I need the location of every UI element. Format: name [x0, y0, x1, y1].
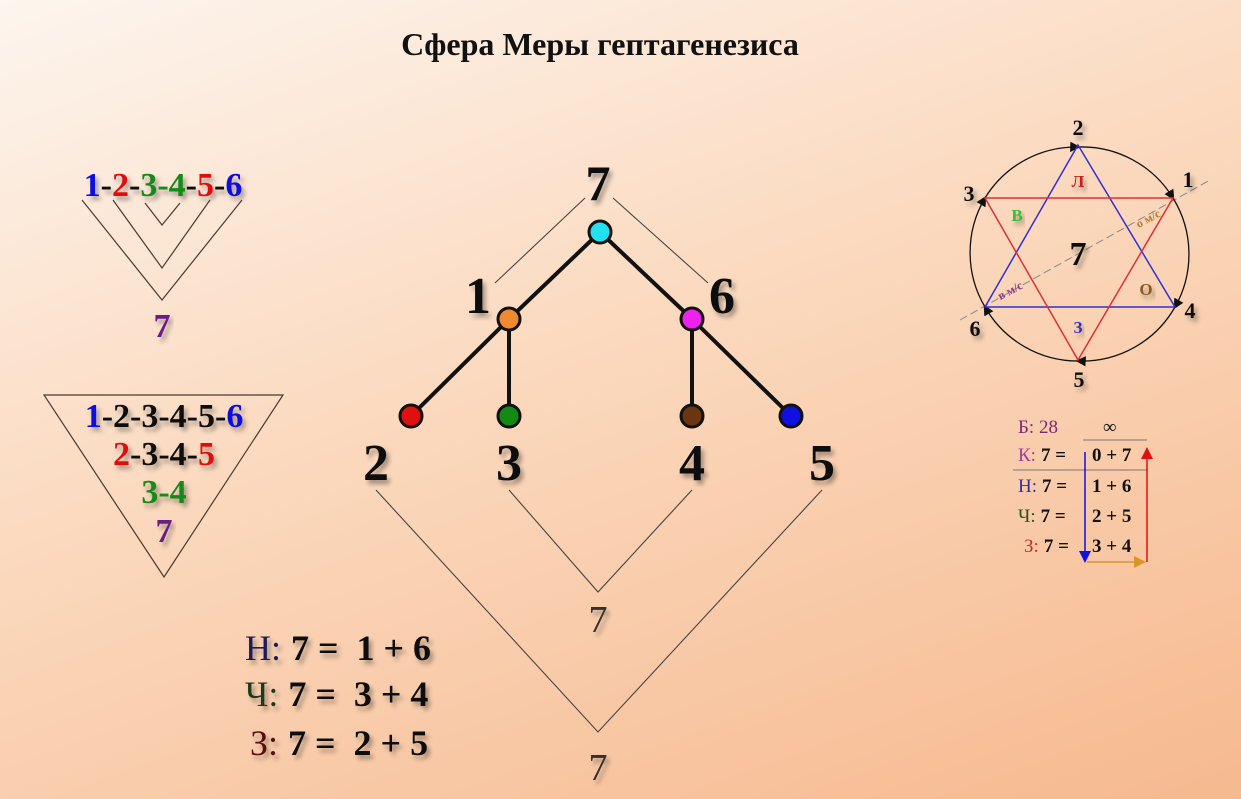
equations-right: Б: 28 ∞ К:7 =0 + 7 Н:7 =1 + 6 Ч:7 =2 + 5 З:… — [1013, 417, 1153, 568]
left-triangle-diagram: 1-2-3-4-5-6 2-3-4-5 3-4 7 — [42, 394, 285, 579]
leaf-label: 2 — [363, 435, 389, 492]
central-tree: 7 1 6 2 3 4 5 7 7 — [363, 155, 835, 789]
leaf-label: 5 — [809, 435, 835, 492]
tree-node — [778, 403, 804, 429]
right-equation-row: К:7 =0 + 7 — [1018, 445, 1132, 466]
triangle-line-3: 3-4 — [141, 474, 186, 511]
leaf-label: 3 — [496, 435, 522, 492]
left-sequence-diagram: 1-2-3-4-5-6 7 — [81, 167, 243, 345]
tree-node — [496, 403, 522, 429]
triangle-line-4: 7 — [156, 513, 173, 550]
triangle-line-2: 2-3-4-5 — [113, 436, 215, 473]
nested-v-lines — [81, 199, 243, 301]
star-label-l: Л — [1072, 172, 1085, 191]
b-value: Б: 28 — [1018, 417, 1058, 438]
star-label-z: З — [1074, 318, 1083, 337]
equation-ch: Ч:7 = 3 + 4 — [245, 674, 428, 714]
star-point-6: 6 — [970, 316, 981, 341]
page-title: Сфера Меры гептагенезиса — [401, 26, 799, 62]
tree-top-label: 7 — [586, 155, 611, 211]
equation-n: Н:7 = 1 + 6 — [245, 628, 431, 668]
star-label-v: В — [1011, 206, 1022, 225]
equations-left: Н:7 = 1 + 6 Ч:7 = 3 + 4 З:7 = 2 + 5 — [245, 628, 431, 763]
left-top-result: 7 — [154, 308, 171, 345]
tree-left-label: 1 — [465, 268, 491, 325]
equation-z: З:7 = 2 + 5 — [250, 723, 428, 763]
tree-node — [587, 219, 613, 245]
infinity-symbol: ∞ — [1103, 417, 1117, 438]
right-equation-row: Ч:7 =2 + 5 — [1018, 506, 1131, 527]
tree-right-label: 6 — [709, 268, 735, 325]
star-point-5: 5 — [1074, 367, 1085, 392]
star-label-o: О — [1139, 280, 1152, 299]
star-point-3: 3 — [964, 181, 975, 206]
star-point-2: 2 — [1073, 115, 1084, 140]
triangle-line-1: 1-2-3-4-5-6 — [85, 398, 244, 435]
right-equation-row: З:7 =3 + 4 — [1024, 536, 1132, 557]
inner-sum-label: 7 — [589, 599, 608, 641]
star-center: 7 — [1070, 236, 1087, 273]
hexagram-circle: 1 2 3 4 5 6 7 Л В О З о м/с в м/с — [959, 115, 1211, 392]
star-point-4: 4 — [1185, 298, 1196, 323]
tree-node — [496, 306, 522, 332]
tree-node — [679, 403, 705, 429]
right-equation-row: Н:7 =1 + 6 — [1018, 476, 1131, 497]
outer-sum-label: 7 — [589, 747, 608, 789]
tree-node — [679, 306, 705, 332]
sequence-1-6: 1-2-3-4-5-6 — [84, 167, 243, 204]
star-point-1: 1 — [1183, 167, 1194, 192]
star-label-om: о м/с — [1133, 206, 1163, 231]
tree-node — [398, 403, 424, 429]
leaf-label: 4 — [679, 435, 705, 492]
